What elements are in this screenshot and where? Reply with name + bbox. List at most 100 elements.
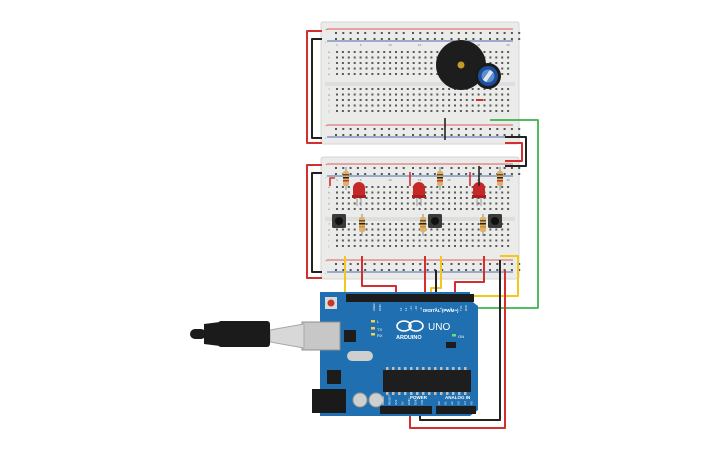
rail-hole[interactable] [465,263,468,265]
breadboard-hole[interactable] [465,239,468,242]
breadboard-hole[interactable] [430,186,433,188]
breadboard-hole[interactable] [359,93,362,96]
breadboard-hole[interactable] [383,197,386,199]
breadboard-hole[interactable] [365,186,368,188]
breadboard-hole[interactable] [365,88,368,90]
breadboard-hole[interactable] [400,67,403,70]
rail-hole[interactable] [395,263,398,265]
breadboard-hole[interactable] [430,234,433,236]
rail-hole[interactable] [433,32,436,34]
rail-hole[interactable] [426,32,429,34]
rail-hole[interactable] [388,263,391,265]
rail-hole[interactable] [349,269,352,271]
breadboard-hole[interactable] [336,73,338,75]
rail-hole[interactable] [349,263,352,265]
rail-hole[interactable] [441,263,444,265]
power-header[interactable] [380,406,432,414]
breadboard-hole[interactable] [430,202,433,205]
breadboard-hole[interactable] [501,93,504,96]
breadboard-hole[interactable] [359,239,362,242]
rail-hole[interactable] [364,32,367,34]
breadboard-hole[interactable] [471,228,474,231]
rail-hole[interactable] [457,134,460,136]
led-3[interactable] [472,182,486,206]
breadboard-hole[interactable] [412,93,415,96]
breadboard-hole[interactable] [371,228,374,231]
breadboard-hole[interactable] [454,228,456,231]
rail-hole[interactable] [489,128,491,130]
breadboard-hole[interactable] [400,208,403,210]
breadboard-hole[interactable] [424,110,427,112]
breadboard-hole[interactable] [501,223,504,225]
breadboard-hole[interactable] [436,88,439,90]
wire-black-top-right-bridge[interactable] [505,136,527,167]
rail-hole[interactable] [412,32,414,34]
breadboard-hole[interactable] [347,223,350,225]
breadboard-hole[interactable] [406,208,409,210]
rail-hole[interactable] [457,263,460,265]
rail-hole[interactable] [419,32,422,34]
breadboard-hole[interactable] [442,228,445,231]
breadboard-hole[interactable] [436,228,439,231]
rail-hole[interactable] [465,32,468,34]
breadboard-hole[interactable] [406,186,409,188]
breadboard-hole[interactable] [454,104,456,107]
breadboard-hole[interactable] [507,67,510,70]
rail-hole[interactable] [479,269,482,271]
breadboard-hole[interactable] [442,99,445,101]
breadboard-hole[interactable] [448,239,451,242]
breadboard-hole[interactable] [336,197,338,199]
rail-hole[interactable] [388,269,391,271]
breadboard-hole[interactable] [365,67,368,70]
breadboard-hole[interactable] [383,110,386,112]
breadboard-hole[interactable] [483,234,486,236]
breadboard-hole[interactable] [406,223,409,225]
breadboard-hole[interactable] [341,62,344,64]
breadboard-hole[interactable] [377,56,380,59]
breadboard-hole[interactable] [383,51,386,53]
rail-hole[interactable] [503,134,506,136]
digital-header[interactable] [346,294,474,302]
breadboard-hole[interactable] [454,191,456,194]
wire-yellow-button3[interactable] [474,255,519,297]
breadboard-hole[interactable] [400,99,403,101]
breadboard-hole[interactable] [454,99,456,101]
breadboard-hole[interactable] [353,51,356,53]
rail-hole[interactable] [412,269,414,271]
breadboard-hole[interactable] [400,51,403,53]
rail-hole[interactable] [433,263,436,265]
rail-hole[interactable] [412,167,414,169]
rail-hole[interactable] [518,173,521,175]
breadboard-hole[interactable] [400,239,403,242]
rail-hole[interactable] [465,173,468,175]
rail-hole[interactable] [465,38,468,40]
breadboard-hole[interactable] [454,110,456,112]
rail-hole[interactable] [335,269,337,271]
breadboard-hole[interactable] [507,197,510,199]
breadboard-hole[interactable] [341,245,344,247]
wire-red-top-right-bridge[interactable] [505,142,523,162]
rail-hole[interactable] [426,128,429,130]
rail-hole[interactable] [364,173,367,175]
rail-hole[interactable] [356,134,359,136]
breadboard-hole[interactable] [406,228,409,231]
breadboard-hole[interactable] [465,110,468,112]
breadboard-hole[interactable] [459,223,462,225]
breadboard-hole[interactable] [465,197,468,199]
rail-hole[interactable] [395,128,398,130]
breadboard-hole[interactable] [442,110,445,112]
breadboard-hole[interactable] [471,88,474,90]
breadboard-hole[interactable] [483,88,486,90]
breadboard-hole[interactable] [477,239,480,242]
breadboard-hole[interactable] [465,223,468,225]
breadboard-hole[interactable] [383,208,386,210]
rail-hole[interactable] [518,134,521,136]
rail-hole[interactable] [457,269,460,271]
breadboard-hole[interactable] [365,99,368,101]
breadboard-hole[interactable] [365,228,368,231]
breadboard-hole[interactable] [353,62,356,64]
rail-hole[interactable] [479,32,482,34]
rail-hole[interactable] [472,38,475,40]
rail-hole[interactable] [356,38,359,40]
breadboard-hole[interactable] [406,88,409,90]
